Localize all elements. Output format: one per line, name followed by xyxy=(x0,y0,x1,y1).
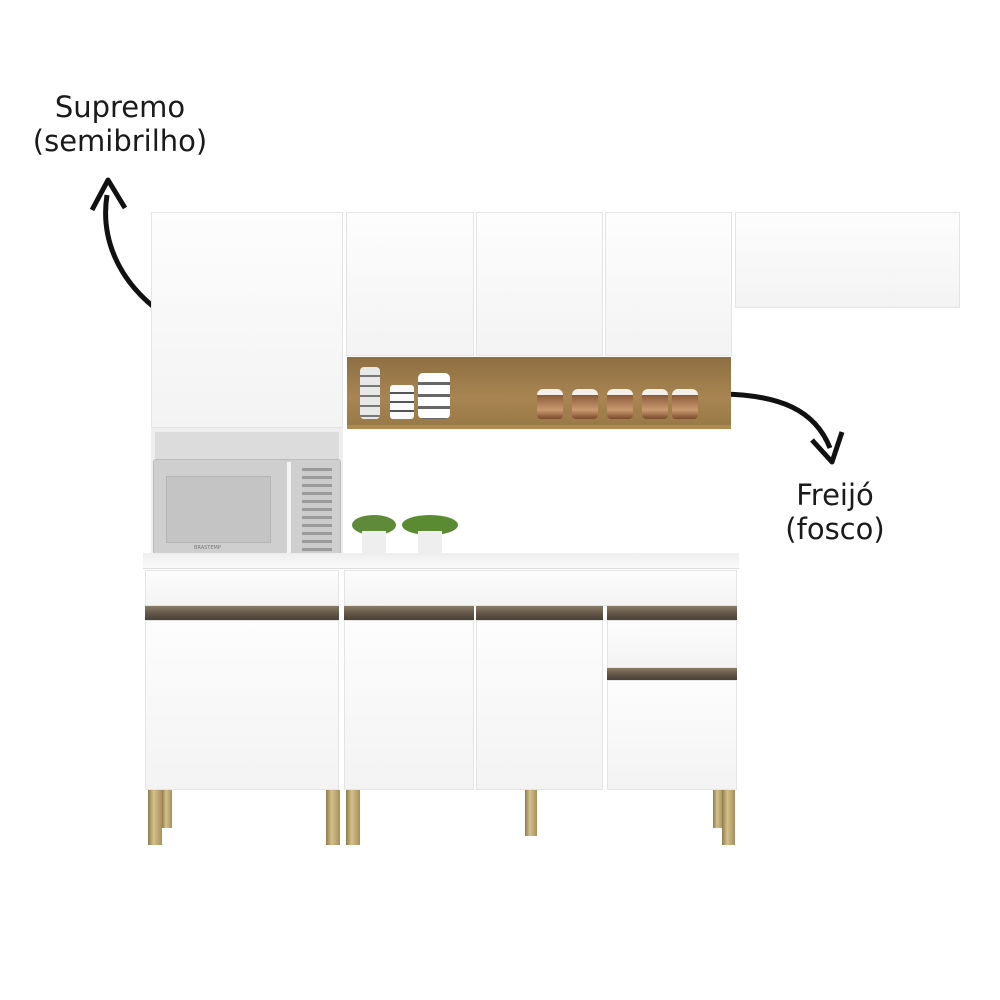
label-line: Supremo xyxy=(54,90,186,124)
leg xyxy=(525,790,537,836)
container xyxy=(360,367,380,419)
lower-door xyxy=(607,680,737,790)
handle-profile xyxy=(476,606,603,620)
spice-jar xyxy=(537,389,563,419)
potted-plant xyxy=(352,515,396,555)
microwave-control-panel xyxy=(302,468,332,552)
microwave-window xyxy=(166,476,271,543)
label-line: (fosco) xyxy=(785,512,885,546)
countertop xyxy=(143,553,739,568)
spice-jar xyxy=(672,389,698,419)
upper-flip-door xyxy=(735,212,960,308)
drawer-left xyxy=(145,570,339,606)
spice-jar xyxy=(642,389,668,419)
spice-jar xyxy=(607,389,633,419)
supremo-label: Supremo (semibrilho) xyxy=(15,90,225,158)
lower-door xyxy=(145,620,339,790)
cup xyxy=(390,385,414,419)
microwave: BRASTEMP xyxy=(153,459,341,559)
leg xyxy=(346,790,360,845)
potted-plant xyxy=(402,515,458,555)
tall-upper-door xyxy=(151,212,343,428)
leg xyxy=(326,790,340,845)
handle-profile xyxy=(607,606,737,620)
handle-profile xyxy=(145,606,339,620)
wood-niche-shelf xyxy=(347,357,731,429)
upper-door xyxy=(346,212,474,356)
lower-door xyxy=(476,620,603,790)
leg xyxy=(713,790,723,828)
leg xyxy=(148,790,162,845)
spice-jar xyxy=(572,389,598,419)
drawer-small xyxy=(607,620,737,668)
handle-profile xyxy=(344,606,474,620)
microwave-door-handle xyxy=(287,462,291,556)
upper-door xyxy=(605,212,732,356)
handle-profile xyxy=(607,668,737,680)
leg xyxy=(722,790,735,845)
label-line: (semibrilho) xyxy=(32,124,208,158)
label-line: Freijó xyxy=(796,478,874,512)
leg xyxy=(162,790,172,828)
drawer-middle xyxy=(344,570,737,606)
upper-door xyxy=(476,212,603,356)
lower-door xyxy=(344,620,474,790)
container xyxy=(418,373,450,419)
freijo-label: Freijó (fosco) xyxy=(765,478,905,546)
microwave-brand: BRASTEMP xyxy=(194,545,221,551)
